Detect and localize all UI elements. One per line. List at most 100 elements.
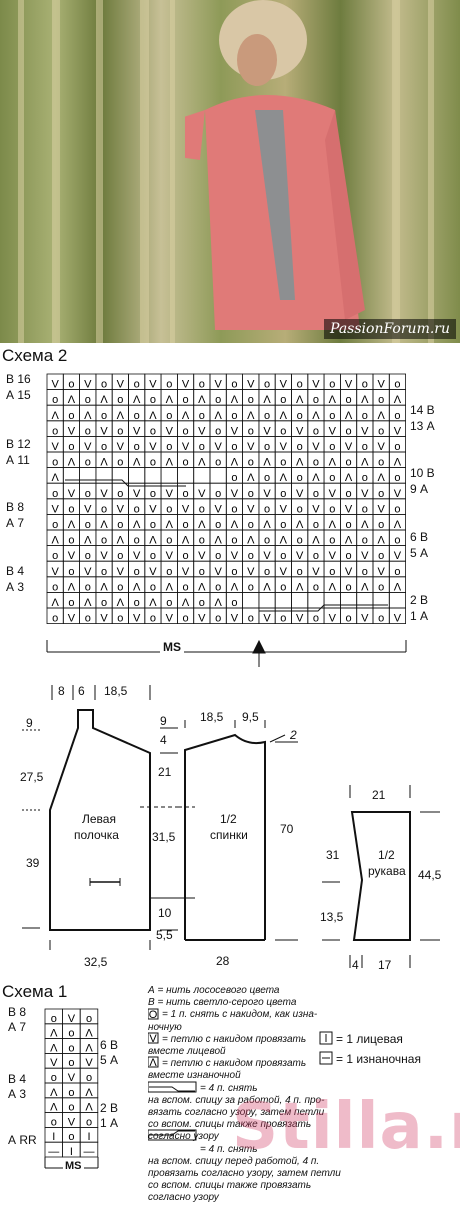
cell-symbol: Λ xyxy=(329,457,337,469)
cell-symbol: Λ xyxy=(345,535,353,547)
cell-symbol: o xyxy=(51,1072,57,1084)
cell-symbol: o xyxy=(313,457,319,469)
cell-symbol: o xyxy=(313,394,319,406)
cell-symbol: o xyxy=(362,441,368,453)
cell-symbol: o xyxy=(297,566,303,578)
cell-symbol: V xyxy=(68,1013,76,1025)
cell-symbol: o xyxy=(313,581,319,593)
cell-symbol: Λ xyxy=(100,519,108,531)
cell-symbol: o xyxy=(345,457,351,469)
cell-symbol: V xyxy=(84,503,92,515)
grid-cell xyxy=(258,591,276,609)
cell-symbol: Λ xyxy=(84,410,92,422)
cell-symbol: Λ xyxy=(377,410,385,422)
cell-symbol: o xyxy=(280,394,286,406)
s2-left-item: В 4 xyxy=(6,564,25,578)
cell-symbol: Λ xyxy=(50,1102,58,1114)
cell-symbol: o xyxy=(264,441,270,453)
cell-symbol: V xyxy=(312,379,320,391)
cell-symbol: o xyxy=(68,566,74,578)
cell-symbol: V xyxy=(280,566,288,578)
cell-symbol: Λ xyxy=(329,581,337,593)
cell-symbol: o xyxy=(248,581,254,593)
cell-symbol: o xyxy=(362,535,368,547)
cell-symbol: Λ xyxy=(263,457,271,469)
cell-symbol: o xyxy=(86,1116,92,1128)
cell-symbol: o xyxy=(117,613,123,625)
cell-symbol: o xyxy=(378,519,384,531)
s2-right-item: 2 В xyxy=(410,593,429,607)
cell-symbol: o xyxy=(134,503,140,515)
cell-symbol: o xyxy=(215,394,221,406)
cell-symbol: o xyxy=(150,550,156,562)
cell-symbol: o xyxy=(215,425,221,437)
s2-left-item: В 8 xyxy=(6,500,25,514)
cell-symbol: V xyxy=(377,503,385,515)
cell-symbol: Λ xyxy=(247,535,255,547)
cell-symbol: V xyxy=(68,488,76,500)
cell-symbol: V xyxy=(84,379,92,391)
legend-line: вязать согласно узору, затем петли xyxy=(148,1107,325,1118)
cell-symbol: o xyxy=(51,1116,57,1128)
cell-symbol: o xyxy=(182,581,188,593)
s2-right-item: 1 А xyxy=(410,609,429,623)
cell-symbol: o xyxy=(378,425,384,437)
cell-symbol: Λ xyxy=(361,581,369,593)
cell-symbol: V xyxy=(149,379,157,391)
cell-symbol: o xyxy=(117,550,123,562)
cell-symbol: o xyxy=(150,488,156,500)
svg-text:V: V xyxy=(149,1033,157,1045)
sleeve-dim-top: 21 xyxy=(372,788,386,802)
cell-symbol: o xyxy=(68,1087,74,1099)
cell-symbol: V xyxy=(149,566,157,578)
cell-symbol: o xyxy=(394,503,400,515)
s2-left-item: А 11 xyxy=(6,453,30,467)
pattern-diagram xyxy=(22,685,440,968)
cell-symbol: o xyxy=(280,550,286,562)
cell-symbol: o xyxy=(394,410,400,422)
cell-symbol: V xyxy=(377,441,385,453)
s2-left-item: А 7 xyxy=(6,516,25,530)
cell-symbol: o xyxy=(199,441,205,453)
cell-symbol: Λ xyxy=(296,394,304,406)
cell-symbol: o xyxy=(166,535,172,547)
grid-cell xyxy=(111,467,129,484)
knit-purl-symbols xyxy=(319,1031,333,1065)
cell-symbol: V xyxy=(247,503,255,515)
cell-symbol: V xyxy=(394,488,402,500)
back-label-2: спинки xyxy=(210,828,248,842)
cell-symbol: V xyxy=(231,488,239,500)
cell-symbol: Λ xyxy=(182,597,190,609)
cell-symbol: o xyxy=(329,535,335,547)
cell-symbol: o xyxy=(182,394,188,406)
cell-symbol: Λ xyxy=(51,410,59,422)
cell-symbol: o xyxy=(313,519,319,531)
cell-symbol: o xyxy=(248,457,254,469)
cell-symbol: Λ xyxy=(100,394,108,406)
cell-symbol: o xyxy=(68,1057,74,1069)
legend-line: согласно узору xyxy=(148,1192,219,1204)
cell-symbol: o xyxy=(362,379,368,391)
cell-symbol: Λ xyxy=(231,457,239,469)
cell-symbol: V xyxy=(117,503,125,515)
cell-symbol: V xyxy=(394,425,402,437)
cell-symbol: V xyxy=(247,379,255,391)
cell-symbol: o xyxy=(345,488,351,500)
cell-symbol: Λ xyxy=(68,519,76,531)
grid-cell xyxy=(144,467,162,484)
svg-text:O: O xyxy=(149,1009,158,1021)
cell-symbol: V xyxy=(68,613,76,625)
cell-symbol: Λ xyxy=(296,457,304,469)
cell-symbol: o xyxy=(280,519,286,531)
left-front-shape xyxy=(49,709,151,931)
cell-symbol: o xyxy=(378,581,384,593)
cell-symbol: V xyxy=(377,566,385,578)
cell-symbol: V xyxy=(312,566,320,578)
cell-symbol: o xyxy=(264,566,270,578)
cell-symbol: Λ xyxy=(182,410,190,422)
cell-symbol: o xyxy=(297,472,303,484)
front-dim-right-9: 9 xyxy=(160,714,167,728)
cell-symbol: V xyxy=(280,379,288,391)
cell-symbol: o xyxy=(134,597,140,609)
